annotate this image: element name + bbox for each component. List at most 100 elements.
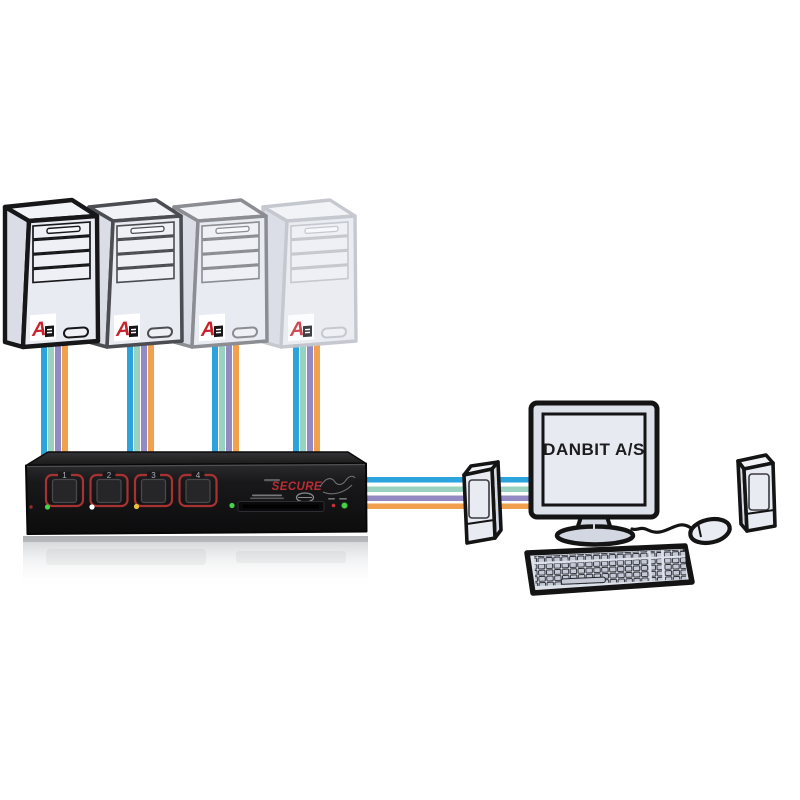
- drive-bay: [290, 235, 349, 255]
- cable-blue: [293, 344, 299, 457]
- cable-blue: [366, 477, 545, 483]
- cable-purple: [307, 344, 313, 457]
- port-number: 3: [151, 471, 156, 480]
- port-button-cap: [185, 478, 211, 504]
- port-button-cap: [96, 478, 122, 504]
- computer-tower-3: A: [172, 198, 269, 349]
- brand-logo-letter: A: [289, 318, 304, 341]
- mouse: [688, 516, 732, 546]
- drive-bay-slot: [46, 225, 81, 235]
- drive-bay: [201, 250, 260, 269]
- cable-purple: [226, 344, 232, 457]
- port-number: 4: [196, 471, 201, 480]
- key-row-gap: [534, 555, 686, 565]
- monitor: DANBIT A/S: [528, 400, 660, 547]
- brand-logo-mark-detail: [305, 331, 310, 334]
- port-button-2: 2: [89, 471, 129, 510]
- secure-label: SECURE: [272, 481, 322, 493]
- brand-logo: A: [30, 313, 56, 342]
- port-number: 1: [62, 471, 67, 480]
- key-cluster-gap: [661, 550, 665, 581]
- cable-orange: [62, 344, 68, 457]
- brand-logo-letter: A: [115, 318, 130, 341]
- cable-blue: [127, 344, 133, 457]
- port-number-plate: [191, 471, 205, 479]
- computer-tower-4: A: [261, 198, 358, 349]
- cable-bundle-1: [41, 344, 68, 457]
- power-button: [232, 326, 258, 339]
- drive-bay-slot: [304, 225, 339, 235]
- brand-logo: A: [288, 313, 314, 342]
- speaker-front: [462, 467, 497, 545]
- smartcard-slot-slit: [243, 504, 319, 509]
- drive-bay-slot: [215, 225, 250, 235]
- usb-indicator: [331, 503, 336, 508]
- drive-bay: [201, 235, 260, 255]
- speaker-panel-line: [745, 509, 775, 515]
- cable-bundles-vertical: [41, 344, 320, 457]
- drive-bay: [32, 264, 91, 284]
- cable-orange: [233, 344, 239, 457]
- brand-logo-mark-detail: [305, 328, 310, 331]
- drive-bay: [116, 235, 175, 255]
- cable-purple: [366, 495, 545, 501]
- kvm-reflection: [23, 536, 368, 590]
- port-button-cap: [51, 478, 78, 504]
- kvm-switch: 1 2 3: [23, 451, 368, 590]
- cable-purple: [55, 344, 61, 457]
- brand-logo-mark-detail: [216, 328, 221, 331]
- cable-blue: [212, 344, 218, 457]
- brand-logo-mark-detail: [131, 331, 136, 334]
- kvm-right-panel: SECURE: [29, 475, 356, 512]
- port-led: [44, 504, 51, 510]
- cable-teal: [134, 344, 140, 457]
- cable-bundle-2: [127, 344, 154, 457]
- fine-print-decoration: [264, 479, 280, 482]
- port-number-plate: [58, 471, 71, 479]
- power-button: [147, 326, 173, 339]
- fine-print-decoration: [339, 498, 347, 500]
- power-button: [321, 326, 347, 339]
- brand-logo-letter: A: [31, 318, 46, 341]
- cable-bundle-3: [212, 344, 239, 457]
- drive-bay: [290, 250, 349, 269]
- brand-logo-mark-detail: [47, 328, 52, 331]
- monitor-screen-text: DANBIT A/S: [543, 440, 645, 459]
- signature-decoration: [319, 475, 356, 495]
- speaker-panel-line: [466, 519, 495, 525]
- brand-logo: A: [114, 313, 140, 342]
- port-button-1: 1: [44, 471, 85, 510]
- port-number: 2: [107, 471, 112, 480]
- spacebar-key: [560, 576, 606, 585]
- drive-bay: [201, 264, 260, 284]
- cable-bundle-console: [366, 477, 545, 509]
- port-number-plate: [102, 471, 116, 479]
- keyboard: [524, 543, 695, 596]
- cable-orange: [366, 503, 545, 509]
- drive-bay: [32, 250, 91, 269]
- cable-bundle-4: [293, 344, 320, 457]
- aux-led: [29, 505, 33, 509]
- drive-bay-slot: [130, 225, 165, 235]
- monitor-stand-joint: [593, 524, 595, 530]
- cable-teal: [366, 486, 545, 492]
- mouse-button-line: [697, 522, 702, 538]
- drive-bay: [32, 235, 91, 255]
- cable-purple: [141, 344, 147, 457]
- computer-tower-2: A: [87, 198, 184, 349]
- cable-orange: [148, 344, 154, 457]
- drive-bay: [116, 264, 175, 284]
- brand-logo-mark-detail: [131, 328, 136, 331]
- speaker-left: [462, 460, 503, 545]
- mouse-cable: [630, 523, 693, 534]
- brand-logo-mark: [129, 325, 138, 338]
- card-reader-led: [229, 502, 235, 509]
- computer-tower-1: A: [2, 197, 101, 350]
- fine-print-decoration: [250, 497, 284, 500]
- brand-logo-mark: [303, 325, 312, 338]
- brand-logo-mark: [45, 325, 54, 338]
- power-button: [63, 326, 89, 339]
- drive-bay: [116, 250, 175, 269]
